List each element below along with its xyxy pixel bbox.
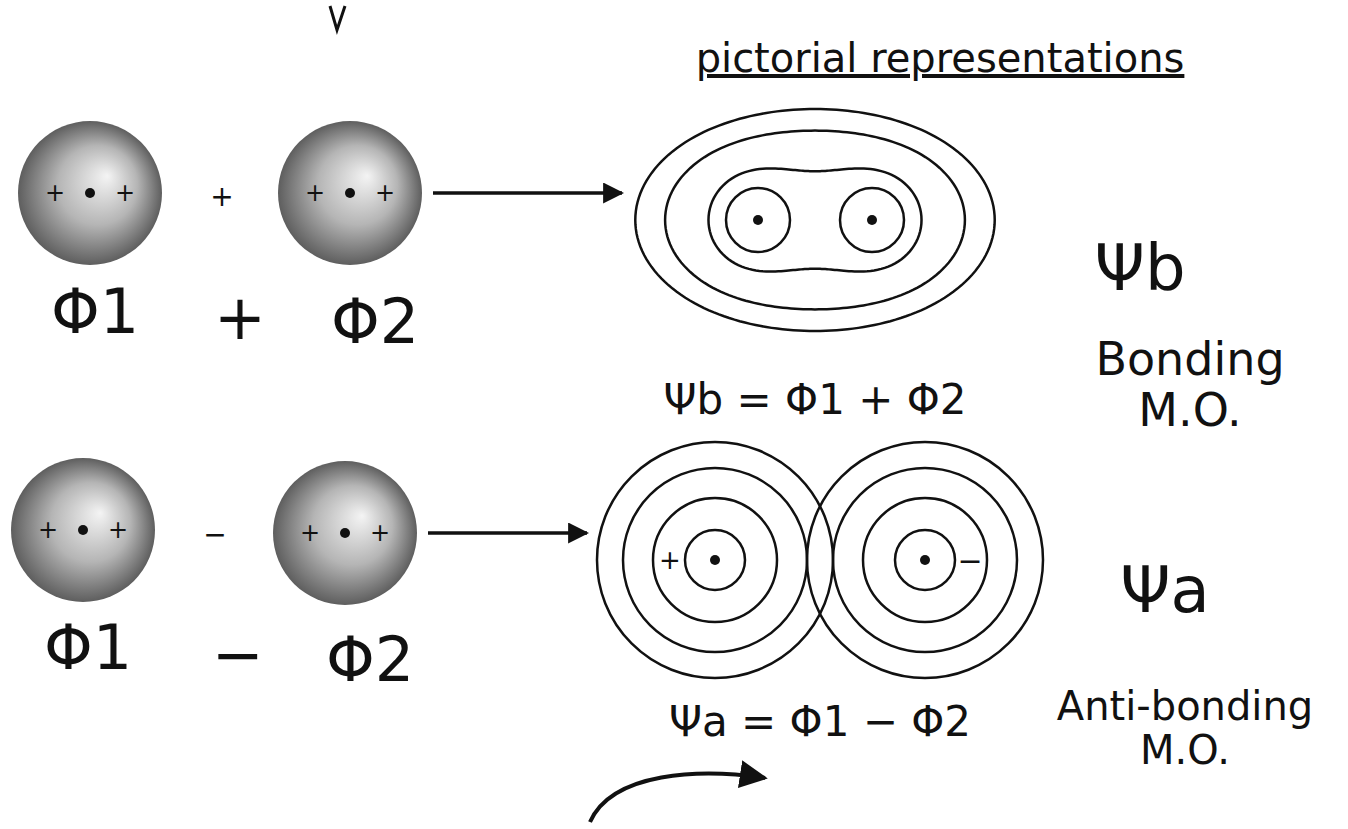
mo-symbol: Ψb xyxy=(1095,233,1186,303)
orbital-symbol: Φ2 xyxy=(326,626,414,694)
mo-formula: Ψa = Φ1 − Φ2 xyxy=(669,699,971,745)
phase-sign: − xyxy=(957,544,982,577)
density-contour xyxy=(685,530,745,590)
reaction-arrow xyxy=(428,531,587,535)
orbital-symbol: Φ1 xyxy=(51,278,139,346)
phase-sign: + xyxy=(38,517,58,543)
title-text: pictorial representations xyxy=(696,36,1185,80)
phase-sign: + xyxy=(115,180,135,206)
nucleus-dot xyxy=(345,188,355,198)
reaction-arrow xyxy=(433,191,622,195)
orbital-sphere xyxy=(278,121,422,265)
phase-sign: + xyxy=(300,520,320,546)
phase-sign: + xyxy=(370,520,390,546)
operator-sign: + xyxy=(214,284,266,352)
density-contour xyxy=(807,442,1043,678)
atomic-orbital: ++ xyxy=(275,118,425,268)
density-contour xyxy=(895,530,955,590)
phase-sign: + xyxy=(659,546,681,575)
orbital-symbol: Φ1 xyxy=(44,614,132,682)
atomic-orbital-outline xyxy=(275,118,425,268)
nucleus-dot xyxy=(753,215,763,225)
density-contour xyxy=(863,498,987,622)
density-contour xyxy=(708,168,921,271)
atomic-orbital-outline xyxy=(270,458,420,608)
phase-sign: + xyxy=(45,180,65,206)
density-contour xyxy=(726,188,790,252)
operator-sign: − xyxy=(212,621,264,689)
orbital-sphere xyxy=(18,121,162,265)
nucleus-dot xyxy=(710,555,720,565)
density-contour xyxy=(653,498,777,622)
operator-sign: − xyxy=(203,520,226,551)
orbital-symbol: Φ2 xyxy=(331,288,419,356)
density-contour xyxy=(840,188,904,252)
mo-symbol: Ψa xyxy=(1120,555,1210,625)
atomic-orbital: ++ xyxy=(15,118,165,268)
phase-sign: + xyxy=(305,180,325,206)
bonding-contour: Ψb = Φ1 + Φ2 xyxy=(630,100,1000,430)
density-contour xyxy=(635,109,994,331)
pointer-arrow xyxy=(590,774,765,822)
atomic-orbital-outline xyxy=(8,455,158,605)
mo-caption: Anti-bonding M.O. xyxy=(1041,684,1329,772)
mo-formula: Ψb = Φ1 + Φ2 xyxy=(663,377,966,423)
phase-sign: + xyxy=(375,180,395,206)
nucleus-dot xyxy=(340,528,350,538)
orbital-sphere xyxy=(273,461,417,605)
atomic-orbital: ++ xyxy=(270,458,420,608)
mo-caption: Bonding M.O. xyxy=(1067,334,1313,435)
nucleus-dot xyxy=(85,188,95,198)
nucleus-dot xyxy=(867,215,877,225)
density-contour xyxy=(833,468,1017,652)
atomic-orbital: ++ xyxy=(8,455,158,605)
density-contour xyxy=(665,131,965,310)
nucleus-dot xyxy=(78,525,88,535)
density-contour xyxy=(623,468,807,652)
density-contour xyxy=(597,442,833,678)
phase-sign: + xyxy=(108,517,128,543)
nucleus-dot xyxy=(920,555,930,565)
atomic-orbital-outline xyxy=(15,118,165,268)
stray-mark xyxy=(330,6,345,30)
antibonding-contour: + − Ψa = Φ1 − Φ2 xyxy=(595,435,1045,775)
operator-sign: + xyxy=(210,182,233,213)
orbital-sphere xyxy=(11,458,155,602)
